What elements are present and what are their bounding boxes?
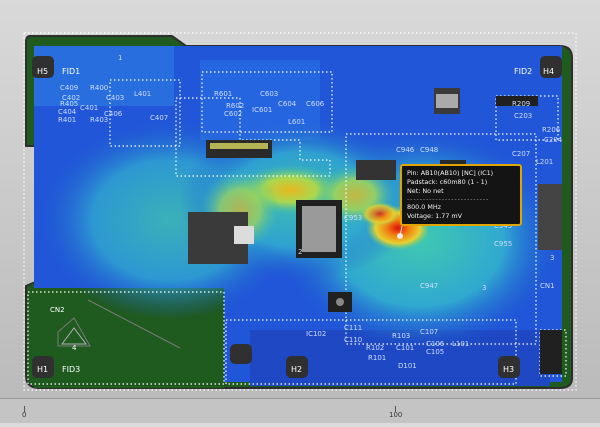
ref-l401: L401 [134,90,151,98]
ruler-tick-0: 0 [22,411,27,419]
tooltip-pin: Pin: AB10(AB10) [NC] (IC1) [407,169,494,177]
ref-c602: C602 [224,110,242,118]
ref-c947: C947 [420,282,438,290]
ref-r101: R101 [368,354,386,362]
net-label-3: 3 [482,284,486,292]
net-label-4: 4 [72,344,77,352]
tooltip-padstack: Padstack: c60m80 (1 - 1) [407,178,488,187]
label-fid1: FID1 [62,67,80,76]
ref-c106: C106 [426,340,445,348]
ref-r209: R209 [512,100,530,108]
ref-c110: C110 [344,336,362,344]
ref-ic102: IC102 [306,330,326,338]
ref-c953: C953 [344,214,362,222]
label-fid2: FID2 [514,67,532,76]
ref-c604: C604 [278,100,297,108]
ref-c203: C203 [514,112,532,120]
ref-c948: C948 [420,146,438,154]
ref-c207: C207 [512,150,530,158]
ref-c403: C403 [106,94,124,102]
label-h4: H4 [543,67,554,76]
tooltip-separator: -------------------------- [407,196,490,203]
ref-r206: R206 [542,126,561,134]
ref-l101: L101 [452,340,469,348]
ref-c204: C204 [544,136,563,144]
ref-ic601: IC601 [252,106,272,114]
probe-tooltip: Pin: AB10(AB10) [NC] (IC1) Padstack: c60… [400,164,522,227]
ref-l201: L201 [536,158,553,166]
ref-c402: C402 [62,94,80,102]
ruler-tick-100: 100 [389,411,403,419]
ref-c946: C946 [396,146,415,154]
ref-c404: C404 [58,108,77,116]
ref-c105: C105 [426,348,444,356]
ref-c406: C406 [104,110,123,118]
header-cn1[interactable] [538,184,562,250]
ref-r405: R405 [60,100,78,108]
ref-c409: C409 [60,84,78,92]
ref-r401: R401 [58,116,76,124]
ref-cn2: CN2 [50,306,65,314]
ref-l601: L601 [288,118,305,126]
label-h2: H2 [291,365,302,374]
ref-c603: C603 [260,90,278,98]
label-h1: H1 [37,365,48,374]
ref-c401: C401 [80,104,98,112]
ref-r403: R403 [90,116,108,124]
mount-holes [32,56,562,378]
ref-r601: R601 [214,90,232,98]
ref-cn1: CN1 [540,282,555,290]
net-label-2: 2 [298,248,302,256]
ref-c606: C606 [306,100,325,108]
tooltip-voltage: Voltage: 1.77 mV [407,211,463,220]
label-h3: H3 [503,365,514,374]
ref-c955: C955 [494,240,512,248]
bottom-ruler: 0 100 [0,398,600,423]
probe-marker[interactable] [397,225,403,239]
ref-r602: R602 [226,102,244,110]
ref-c101: C101 [396,344,414,352]
label-fid3: FID3 [62,365,80,374]
ref-c111: C111 [344,324,362,332]
ref-c407: C407 [150,114,168,122]
tooltip-net: Net: No net [407,187,444,196]
ref-r400: R400 [90,84,108,92]
label-h5: H5 [37,67,48,76]
ref-r103: R103 [392,332,410,340]
net-label-3b: 3 [550,254,554,262]
ref-c107: C107 [420,328,438,336]
ref-r102: R102 [366,344,384,352]
net-label-1: 1 [118,54,122,62]
ref-d101: D101 [398,362,417,370]
tooltip-frequency: 800.0 MHz [407,202,442,211]
